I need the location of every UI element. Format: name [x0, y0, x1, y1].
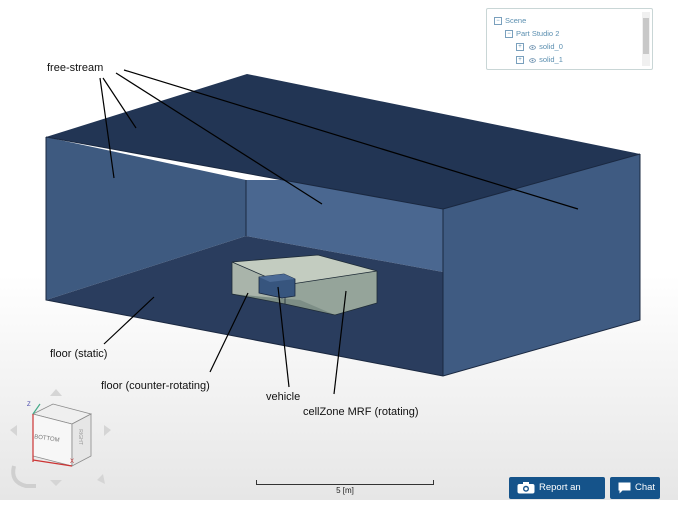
collapse-icon[interactable]: −: [505, 30, 513, 39]
chat-label: Chat: [635, 482, 656, 493]
tree-item-solid-0[interactable]: + solid_0: [487, 40, 652, 53]
collapse-icon[interactable]: −: [494, 17, 502, 26]
expand-icon[interactable]: +: [516, 43, 524, 52]
axis-z-label: Z: [27, 402, 31, 408]
domain-left-inner-wall: [46, 137, 246, 300]
scale-bar-label: 5 [m]: [336, 486, 354, 495]
view-nav-arrows[interactable]: [10, 389, 111, 486]
vehicle-top: [259, 274, 295, 282]
label-vehicle: vehicle: [266, 391, 301, 403]
domain-top-face: [46, 74, 640, 209]
scale-bar: 5 [m]: [256, 480, 434, 495]
label-cellzone-mrf: cellZone MRF (rotating): [303, 406, 419, 418]
tree-item-scene[interactable]: −Scene: [487, 14, 652, 27]
report-issue-label: Report an issue: [539, 482, 581, 515]
view-cube-right-label: RIGHT: [76, 429, 83, 445]
expand-icon[interactable]: +: [516, 56, 524, 65]
tree-scrollbar[interactable]: [642, 12, 650, 66]
label-free-stream: free-stream: [47, 62, 104, 74]
camera-icon: [517, 482, 535, 494]
domain-right-face: [443, 154, 640, 376]
tree-item-part-studio[interactable]: −Part Studio 2: [487, 27, 652, 40]
report-issue-button[interactable]: Report an issue: [509, 477, 605, 515]
orientation-cube[interactable]: [31, 403, 93, 467]
tree-item-solid-1[interactable]: + solid_1: [487, 53, 652, 66]
3d-viewport[interactable]: [0, 0, 678, 500]
chat-button[interactable]: Chat: [610, 477, 660, 499]
eye-icon[interactable]: [529, 44, 536, 50]
scale-bar-line: [256, 480, 434, 485]
scene-tree-panel[interactable]: −Scene −Part Studio 2 + solid_0 + solid_…: [486, 8, 653, 70]
domain-back-wall: [246, 180, 443, 272]
label-floor-counter-rotating: floor (counter-rotating): [101, 380, 210, 392]
axis-x-label: X: [70, 459, 75, 465]
rotate-icon[interactable]: [11, 465, 36, 488]
eye-icon[interactable]: [529, 57, 536, 63]
label-floor-static: floor (static): [50, 348, 108, 360]
annotation-leaders: [99, 69, 579, 395]
chat-icon: [618, 482, 631, 494]
scrollbar-thumb[interactable]: [643, 18, 649, 54]
